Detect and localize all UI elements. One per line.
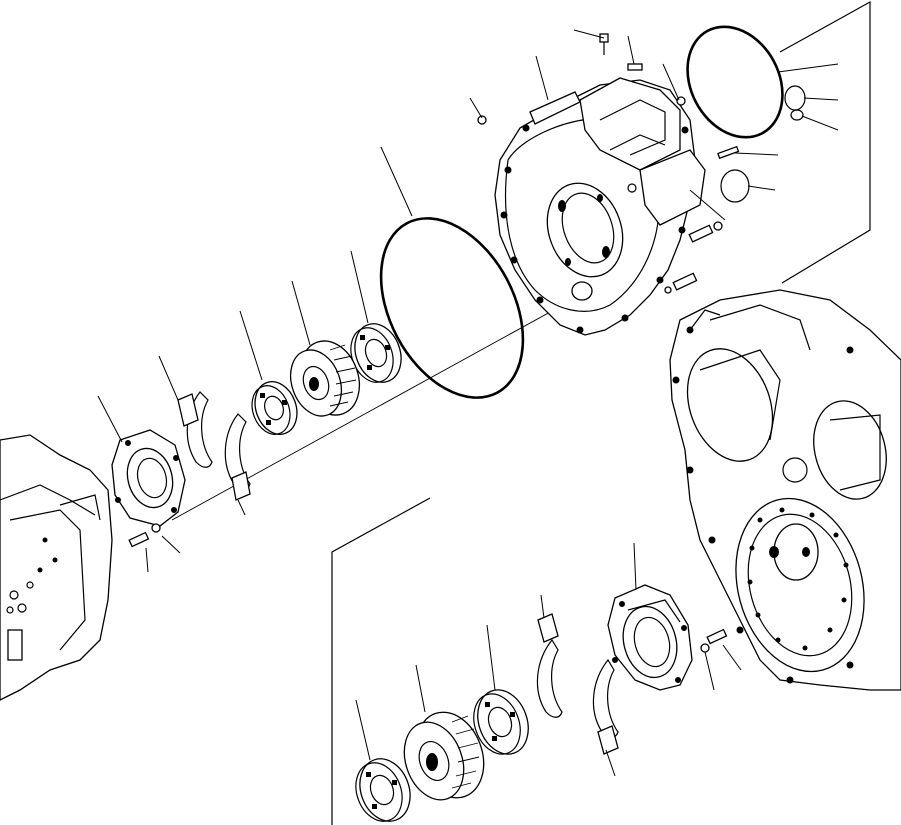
snap-ring-lower-b [592, 658, 619, 755]
o-ring-seal-large [379, 217, 525, 399]
flywheel-housing [494, 77, 706, 336]
bolt-housing-2 [664, 272, 698, 294]
plug-disc-lower [720, 169, 750, 203]
bearing-cover-upper [111, 429, 186, 527]
transmission-case-left [0, 434, 113, 701]
bearing-ring-upper-right [350, 323, 402, 383]
bolt-left-housing [477, 115, 487, 125]
plug-disc-upper [784, 85, 806, 121]
snap-ring-upper-a [177, 391, 213, 468]
snap-ring-lower-a [536, 613, 563, 718]
bolt-cover-lower [700, 628, 728, 653]
lower-inset-bracket [331, 497, 431, 825]
bolt-cover-upper [128, 523, 161, 548]
snap-ring-upper-b [224, 413, 251, 501]
bearing-cover-lower [607, 584, 693, 691]
reference-leader-lines [97, 29, 839, 777]
transmission-housing-right [669, 289, 901, 691]
pin-right-housing [717, 145, 740, 160]
pin-top [627, 63, 643, 71]
gear-upper [289, 340, 360, 417]
gear-lower [403, 711, 485, 801]
upper-inset-bracket [779, 0, 871, 284]
bolt-housing-1 [688, 221, 723, 243]
o-ring-seal-top [686, 25, 784, 139]
bearing-ring-lower-left [355, 758, 411, 822]
bearing-ring-lower-right [473, 689, 529, 755]
bearing-ring-upper-left [251, 381, 298, 435]
